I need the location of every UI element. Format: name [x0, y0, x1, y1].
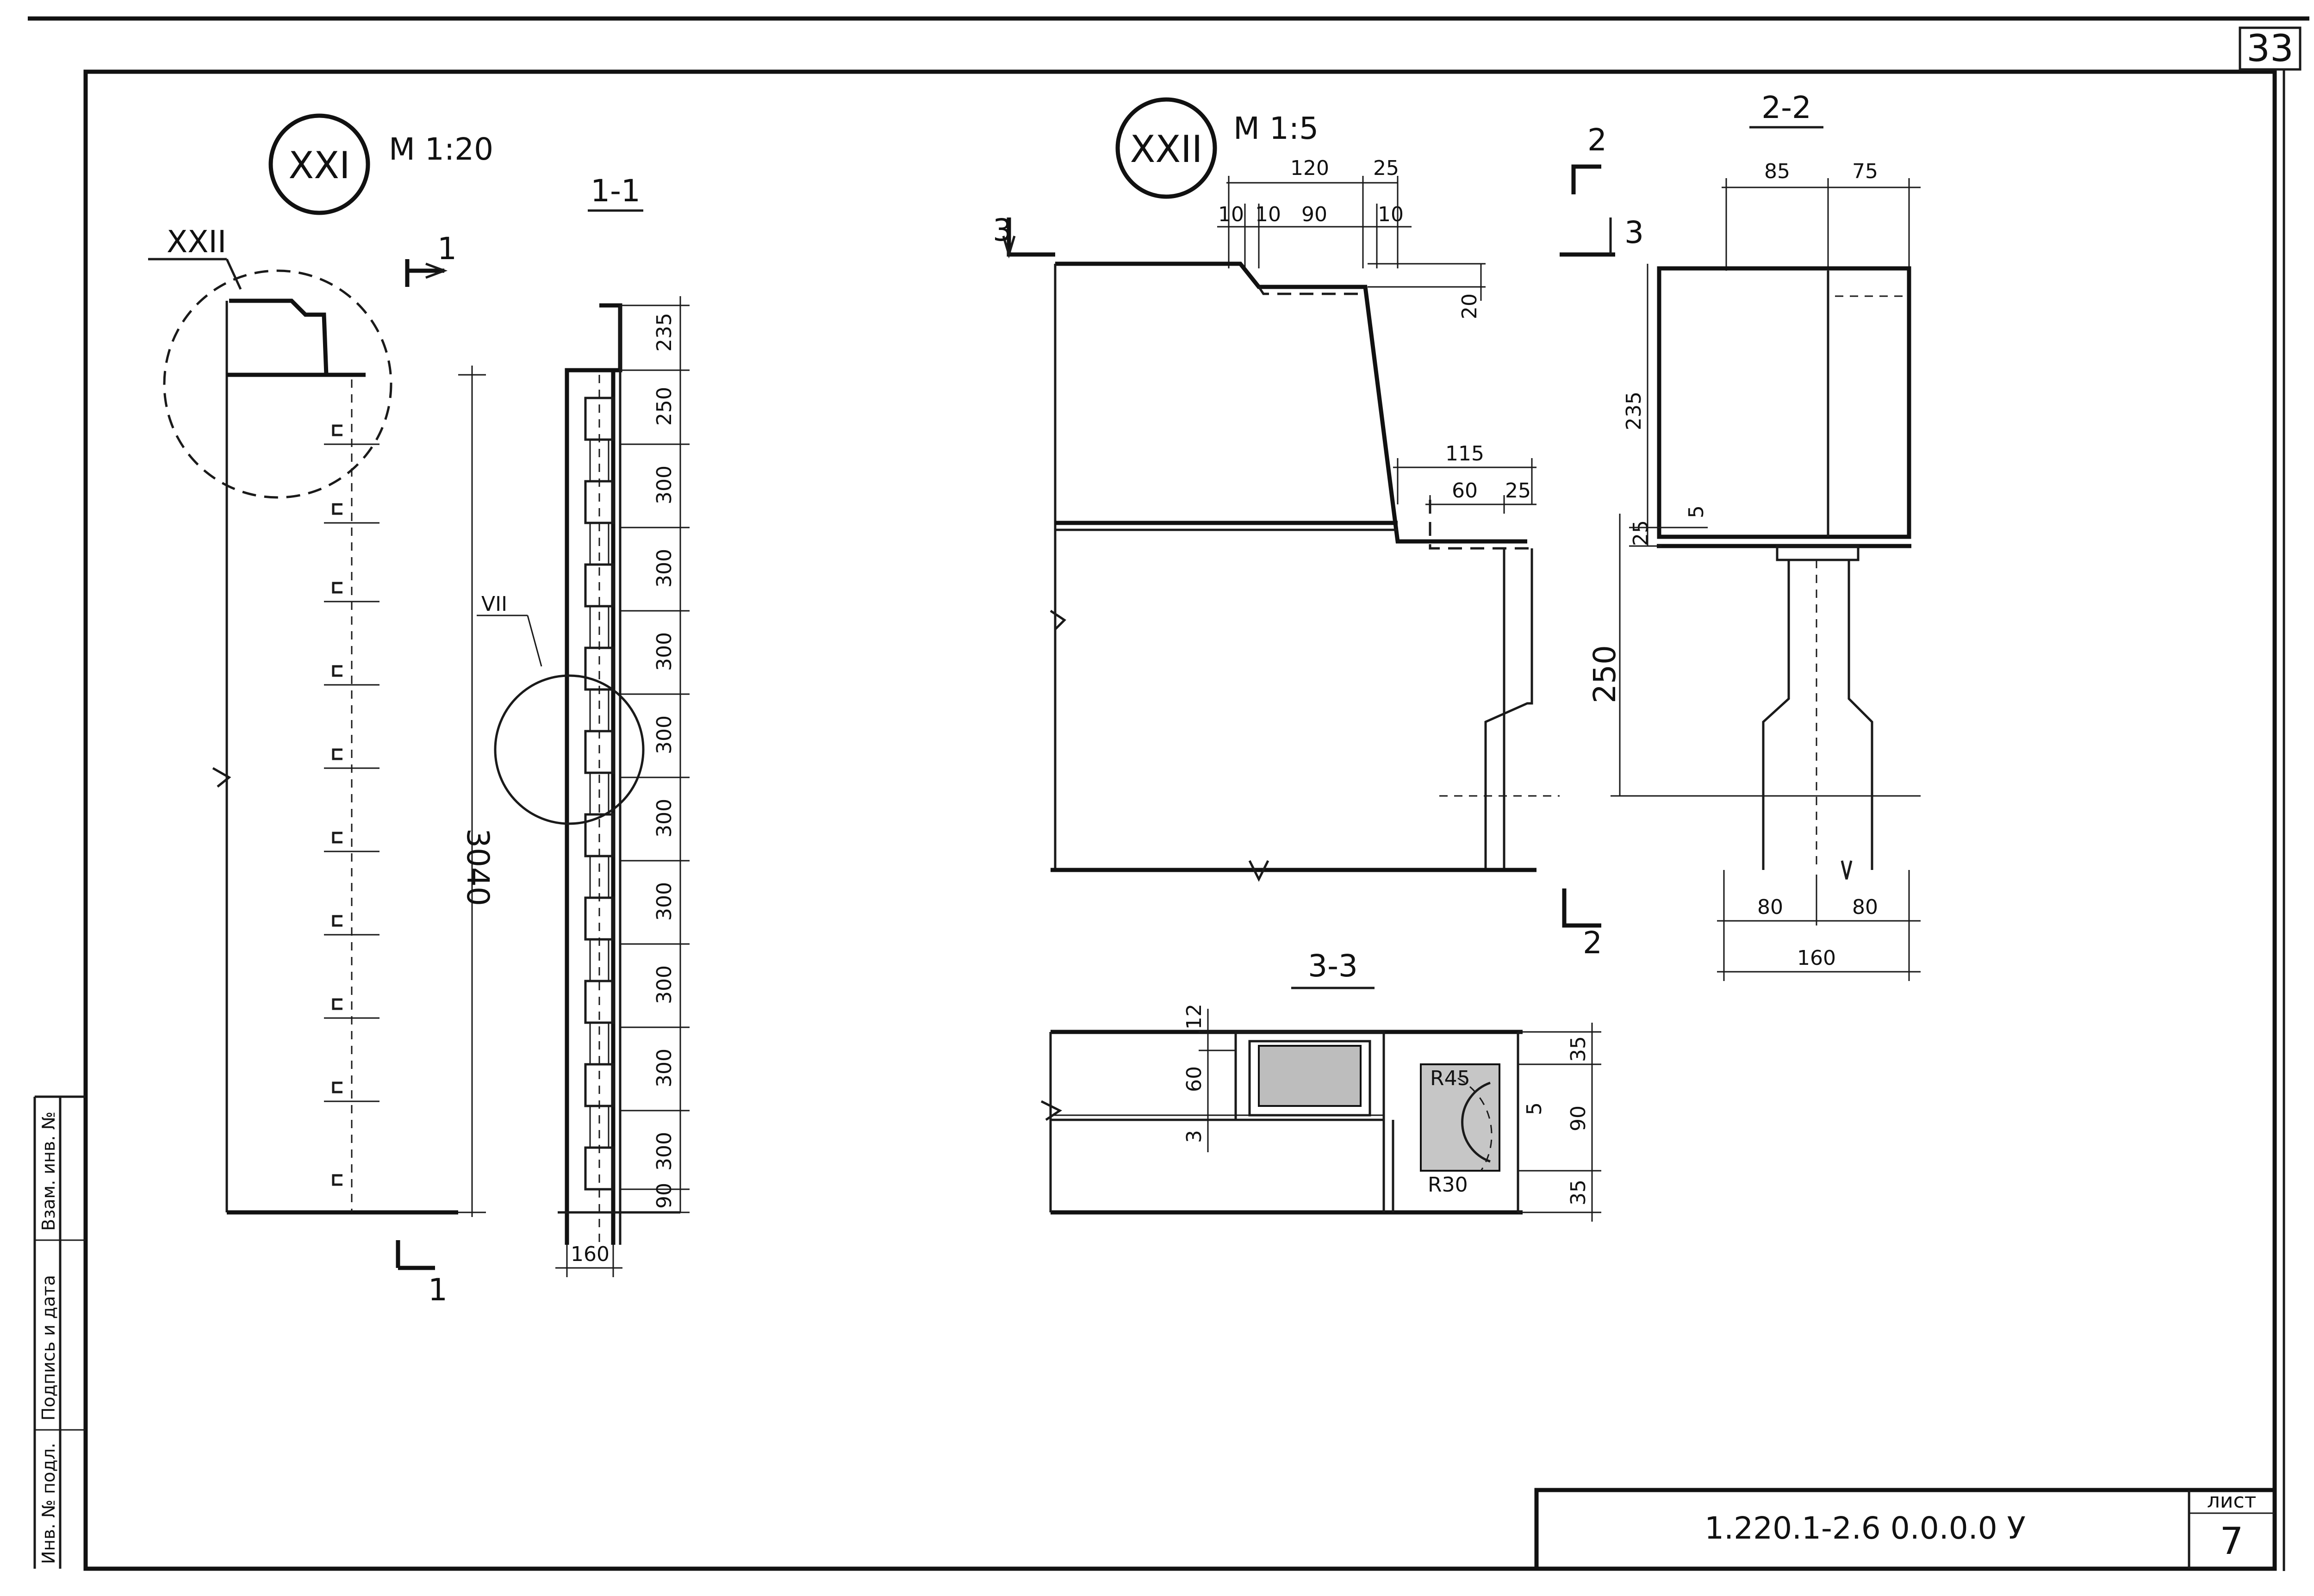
callout-circle-xxii	[163, 269, 392, 499]
cut-mark-1-bottom: 1	[428, 1272, 448, 1308]
cut-mark-2-bottom: 2	[1583, 925, 1602, 961]
dim-5: 5	[1685, 505, 1708, 518]
dim-10a: 10	[1218, 203, 1244, 226]
dim-seg-4: 300	[653, 549, 676, 588]
dim-35b: 35	[1567, 1180, 1590, 1205]
xxi-nodes	[324, 424, 379, 1186]
dim-85: 85	[1764, 160, 1790, 183]
dim-seg-5: 300	[653, 632, 676, 671]
callout-circle-vii	[494, 674, 645, 825]
dim-235: 235	[1622, 391, 1646, 430]
section-3-3: 3-3 R45 R30 5 12 60 3 35 90 35	[1040, 948, 1601, 1222]
dim-160-2: 160	[1797, 946, 1836, 970]
section-1-1-dim-ticks	[620, 304, 690, 1213]
section-3-3-label: 3-3	[1308, 948, 1358, 984]
dim-seg-8: 300	[653, 882, 676, 921]
radius-30: R30	[1428, 1173, 1468, 1197]
cut-mark-3-right: 3	[1624, 215, 1644, 250]
dim-115: 115	[1445, 442, 1484, 466]
list-number: 7	[2220, 1520, 2244, 1563]
dim-60: 60	[1452, 479, 1478, 503]
callout-xxii: XXII	[167, 224, 226, 260]
cut-mark-1-top: 1	[437, 231, 457, 267]
stamp-replace: Взам. инв. №	[38, 1112, 59, 1231]
hatched-insert-right	[1420, 1063, 1500, 1172]
width-dim-160: 160	[571, 1242, 610, 1266]
detail-xxii-scale: М 1:5	[1233, 111, 1319, 146]
dim-seg-9: 300	[653, 965, 676, 1004]
cut-mark-3-left: 3	[993, 212, 1012, 248]
doc-code: 1.220.1-2.6 0.0.0.0 У	[1704, 1510, 2026, 1546]
stamp-inventory: Инв. № подл.	[38, 1443, 59, 1564]
dim-80b: 80	[1852, 895, 1878, 919]
detail-xxi-scale: М 1:20	[389, 131, 493, 167]
dim-seg-2: 250	[653, 387, 676, 426]
dim-35a: 35	[1567, 1036, 1590, 1062]
detail-xxi-label: XXI	[288, 144, 350, 187]
section-2-2-label: 2-2	[1761, 90, 1811, 125]
detail-xxii-circle	[1115, 97, 1217, 199]
dim-10c: 10	[1378, 203, 1404, 226]
dim-5-33: 5	[1523, 1102, 1546, 1115]
radius-45: R45	[1430, 1067, 1470, 1090]
detail-xxii: XXII М 1:5 120 25 10 10 90 10 3 20	[993, 97, 1602, 961]
dim-seg-6: 300	[653, 715, 676, 754]
detail-xxii-label: XXII	[1130, 128, 1203, 171]
height-dim-3040: 3040	[460, 828, 496, 906]
cut-mark-2-top: 2	[1587, 122, 1607, 158]
dim-25-left: 25	[1629, 520, 1653, 546]
dim-25b: 25	[1505, 479, 1531, 503]
dim-seg-12: 90	[653, 1183, 676, 1209]
callout-vii: VII	[481, 592, 507, 616]
dim-25: 25	[1373, 156, 1399, 180]
dim-seg-7: 300	[653, 799, 676, 838]
dim-seg-11: 300	[653, 1132, 676, 1171]
section-2-2: 2-2 2 3 85 75 235 25 5 250	[1560, 90, 1921, 981]
dim-75: 75	[1852, 160, 1878, 183]
dim-90: 90	[1301, 203, 1327, 226]
dim-3: 3	[1182, 1130, 1206, 1143]
stamp-signature: Подпись и дата	[38, 1275, 59, 1421]
dim-seg-1: 235	[653, 313, 676, 352]
detail-xxi: XXI М 1:20 XXII 1 1 3040	[148, 113, 496, 1308]
dim-seg-3: 300	[653, 466, 676, 504]
sheet-frame: 33 1.220.1-2.6 0.0.0.0 У лист 7 Взам. ин…	[28, 16, 2309, 1571]
dim-60-33: 60	[1182, 1066, 1206, 1092]
dim-12: 12	[1182, 1004, 1206, 1030]
dim-seg-10: 300	[653, 1049, 676, 1087]
list-label: лист	[2207, 1489, 2257, 1513]
dim-120: 120	[1290, 156, 1329, 180]
title-block	[1534, 1488, 2277, 1571]
page-number: 33	[2246, 27, 2294, 70]
detail-xxi-circle	[268, 113, 370, 215]
dim-20: 20	[1458, 293, 1481, 319]
section-1-1-label: 1-1	[591, 173, 641, 209]
dim-90-33: 90	[1567, 1105, 1590, 1131]
dim-250: 250	[1587, 645, 1623, 703]
dim-80a: 80	[1757, 895, 1783, 919]
section-1-1: 1-1 VII 235 250 300 300 300 300 300 300 …	[477, 173, 690, 1277]
side-stamp: Взам. инв. № Подпись и дата Инв. № подл.	[33, 1095, 86, 1569]
hatched-insert-left	[1258, 1045, 1362, 1107]
